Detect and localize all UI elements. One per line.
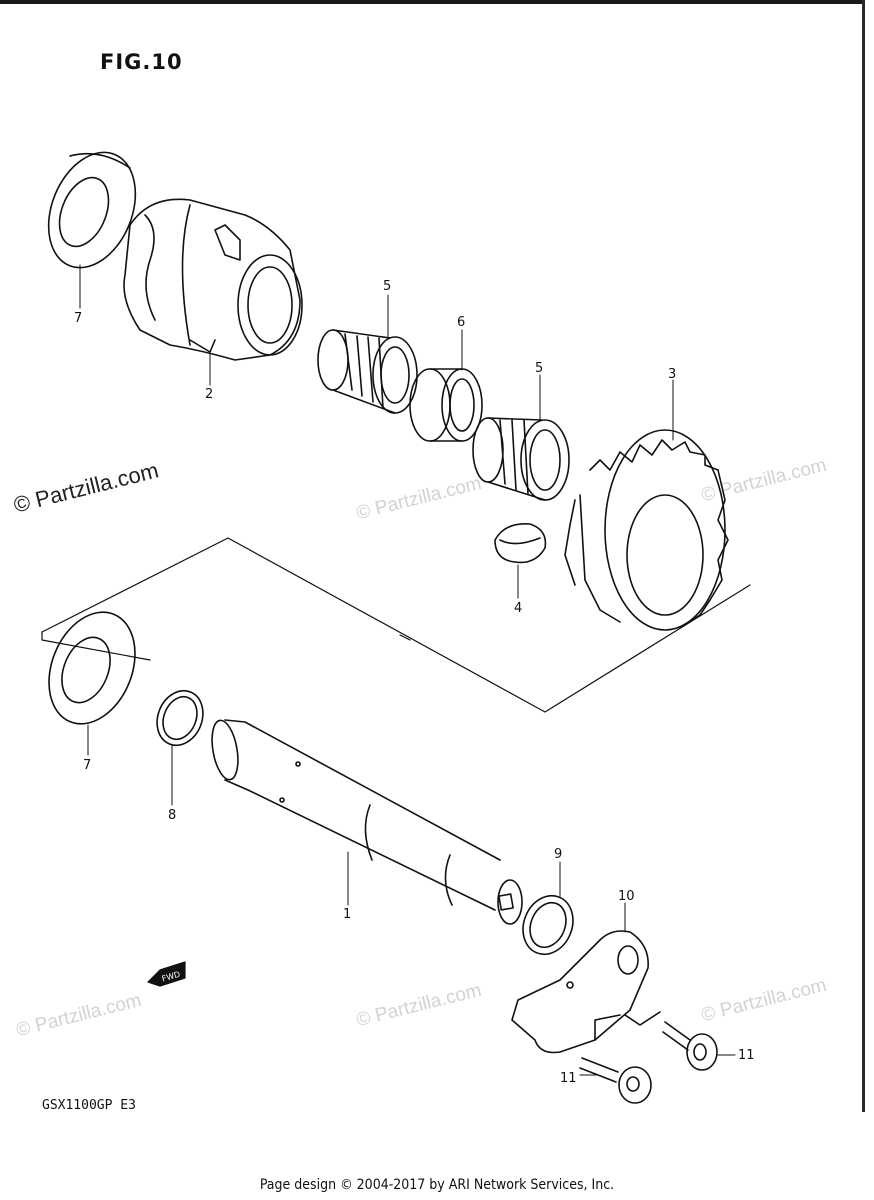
gear-part-3 bbox=[564, 429, 729, 631]
top-border bbox=[0, 0, 864, 4]
right-border bbox=[862, 0, 865, 1112]
callout-5-left: 5 bbox=[383, 279, 391, 294]
callout-3: 3 bbox=[668, 367, 676, 382]
bolt-part-11-lower bbox=[579, 1057, 652, 1104]
callout-5-right: 5 bbox=[535, 361, 543, 376]
callout-8: 8 bbox=[168, 808, 176, 823]
model-code: GSX1100GP E3 bbox=[42, 1098, 136, 1113]
shaft-part-1 bbox=[211, 719, 523, 925]
callout-4: 4 bbox=[514, 601, 522, 616]
assembly-outline bbox=[41, 537, 751, 713]
page-footer: Page design © 2004-2017 by ARI Network S… bbox=[259, 1177, 615, 1193]
lever-part-10 bbox=[511, 930, 661, 1054]
callout-2: 2 bbox=[205, 387, 213, 402]
callout-1: 1 bbox=[343, 907, 351, 922]
figure-title: FIG.10 bbox=[100, 50, 183, 74]
needle-bearing-part-5-left bbox=[317, 329, 418, 414]
washer-part-7-upper bbox=[47, 151, 137, 269]
o-ring-part-9 bbox=[522, 894, 574, 956]
callout-7-upper: 7 bbox=[74, 311, 82, 326]
washer-part-7-lower bbox=[48, 611, 136, 725]
callout-10: 10 bbox=[618, 889, 635, 904]
leader-lines bbox=[79, 264, 736, 1076]
callout-11-lower: 11 bbox=[560, 1071, 577, 1086]
callout-7-lower: 7 bbox=[83, 758, 91, 773]
callout-11-upper: 11 bbox=[738, 1048, 755, 1063]
callout-9: 9 bbox=[554, 847, 562, 862]
fwd-arrow-icon bbox=[147, 961, 186, 987]
needle-bearing-part-5-right bbox=[472, 417, 570, 501]
o-ring-part-8 bbox=[156, 689, 204, 747]
callout-6: 6 bbox=[457, 315, 465, 330]
spacer-ring-part-6 bbox=[409, 368, 483, 442]
bolt-part-11-upper bbox=[662, 1021, 718, 1071]
housing-part-2 bbox=[123, 198, 303, 361]
key-part-4 bbox=[494, 523, 547, 564]
